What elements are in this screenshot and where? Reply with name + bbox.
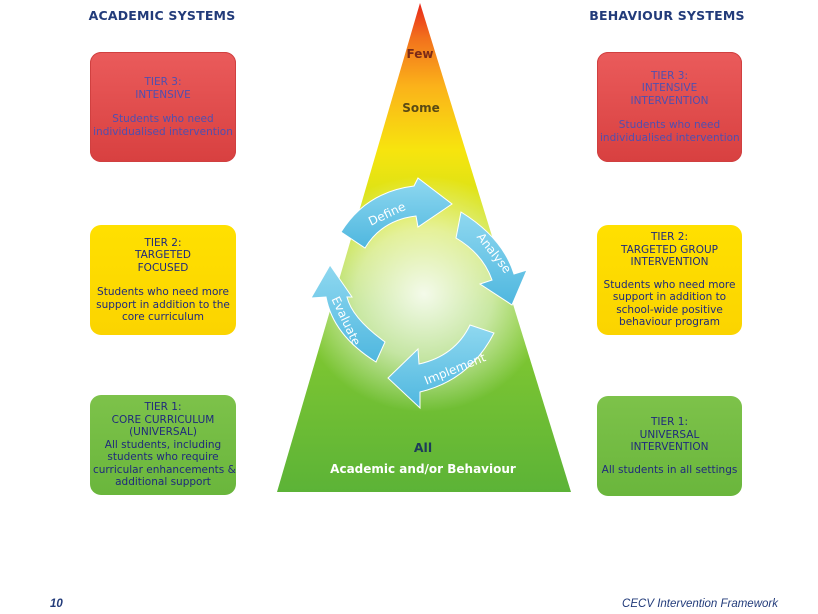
evaluate-arrow: [310, 264, 386, 363]
text-line: Students who need: [112, 113, 214, 125]
label-all: All: [414, 440, 432, 455]
text-line: TIER 1:: [144, 401, 182, 414]
behaviour-tier1-desc: All students in all settings: [600, 464, 739, 477]
text-line: CORE CURRICULUM: [111, 413, 215, 426]
text-line: (UNIVERSAL): [129, 426, 197, 439]
implement-arrow: [387, 324, 495, 410]
text-line: curricular enhancements &: [93, 463, 236, 476]
text-line: TARGETED: [135, 249, 191, 261]
define-arrow: [340, 177, 453, 249]
analyse-arrow: [455, 211, 528, 306]
text-line: school-wide positive: [616, 303, 723, 316]
text-line: individualised intervention: [93, 125, 233, 138]
behaviour-systems-heading: BEHAVIOUR SYSTEMS: [589, 8, 745, 23]
page-number: 10: [50, 598, 63, 610]
text-line: UNIVERSAL: [639, 428, 700, 441]
label-few: Few: [407, 47, 434, 61]
text-line: FOCUSED: [137, 261, 189, 274]
text-line: Students who need: [618, 119, 721, 132]
text-line: INTENSIVE: [135, 88, 191, 101]
cycle-arrows: [310, 177, 528, 410]
text-line: INTENSIVE: [641, 82, 698, 95]
text-line: behaviour program: [619, 316, 720, 329]
text-line: Students who need more: [603, 278, 736, 291]
text-line: Students who need more: [97, 286, 229, 298]
academic-systems-heading: ACADEMIC SYSTEMS: [88, 8, 236, 23]
text-line: students who require: [107, 451, 219, 464]
text-line: core curriculum: [121, 311, 205, 323]
text-line: All students in all settings: [601, 463, 738, 476]
text-line: TIER 3:: [651, 69, 688, 82]
academic-tier3-title: TIER 3:INTENSIVE: [93, 76, 233, 101]
label-some: Some: [402, 101, 440, 115]
text-line: INTERVENTION: [630, 441, 709, 453]
text-line: TARGETED GROUP: [620, 243, 719, 256]
text-line: support in addition to the: [96, 298, 230, 311]
text-line: INTERVENTION: [630, 256, 709, 269]
text-line: TIER 2:: [144, 236, 182, 249]
text-line: TIER 2:: [651, 231, 688, 244]
academic-tier1-box: TIER 1:CORE CURRICULUM(UNIVERSAL)All stu…: [90, 395, 236, 495]
footer-title: CECV Intervention Framework: [622, 598, 778, 610]
text-line: individualised intervention: [600, 131, 740, 144]
text-line: TIER 3:: [144, 76, 182, 88]
text-line: INTERVENTION: [630, 94, 709, 107]
text-line: additional support: [115, 476, 211, 489]
text-line: All students, including: [104, 438, 222, 451]
text-line: TIER 1:: [651, 416, 688, 428]
academic-tier1-text: TIER 1:CORE CURRICULUM(UNIVERSAL)All stu…: [93, 401, 236, 489]
label-academic-behaviour: Academic and/or Behaviour: [330, 462, 516, 476]
text-line: support in addition to: [612, 291, 727, 304]
